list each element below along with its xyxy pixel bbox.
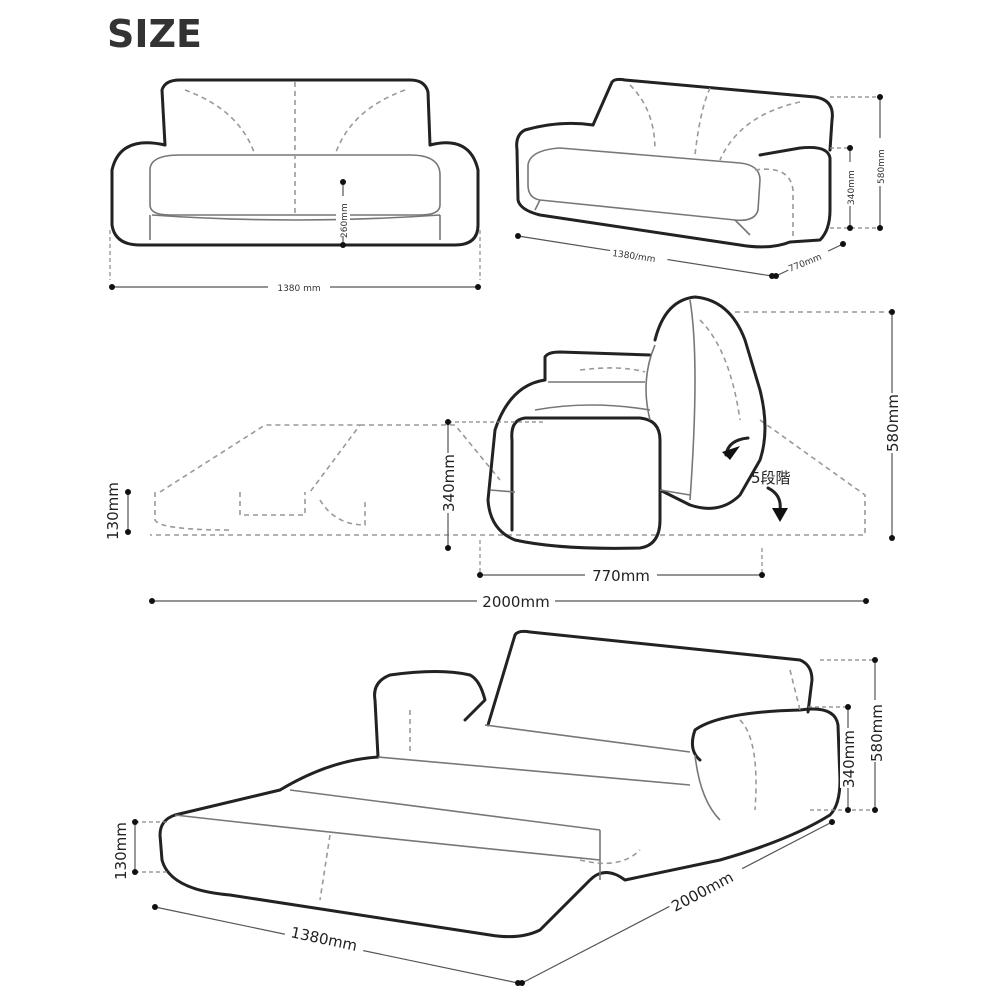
size-title: SIZE	[107, 12, 202, 56]
sofa-bed-view: 340mm 580mm 130mm 1380mm 2000mm	[112, 629, 886, 986]
front-width-label: 1380 mm	[277, 284, 320, 294]
recline-length-label: 2000mm	[482, 593, 549, 611]
bed-height-label: 580mm	[868, 704, 886, 762]
sofa-side-recline-view: 5段階 130mm 340mm 580mm 770mm 2000mm	[104, 295, 902, 611]
bed-mattress-height-label: 130mm	[112, 822, 130, 880]
recline-mattress-height-label: 130mm	[104, 482, 122, 540]
front-seat-height-label: 260mm	[340, 203, 350, 238]
recline-steps-label: 5段階	[751, 469, 791, 487]
sofa-perspective-view: 340mm 580mm 1380/mm 770mm	[515, 77, 887, 279]
sofa-front-view: 1380 mm 260mm	[109, 78, 481, 294]
recline-arm-height-label: 340mm	[440, 454, 458, 512]
bed-arm-height-label: 340mm	[840, 730, 858, 788]
recline-height-label: 580mm	[884, 394, 902, 452]
perspective-arm-height-label: 340mm	[847, 170, 857, 205]
recline-depth-label: 770mm	[592, 567, 650, 585]
perspective-height-label: 580mm	[877, 149, 887, 184]
